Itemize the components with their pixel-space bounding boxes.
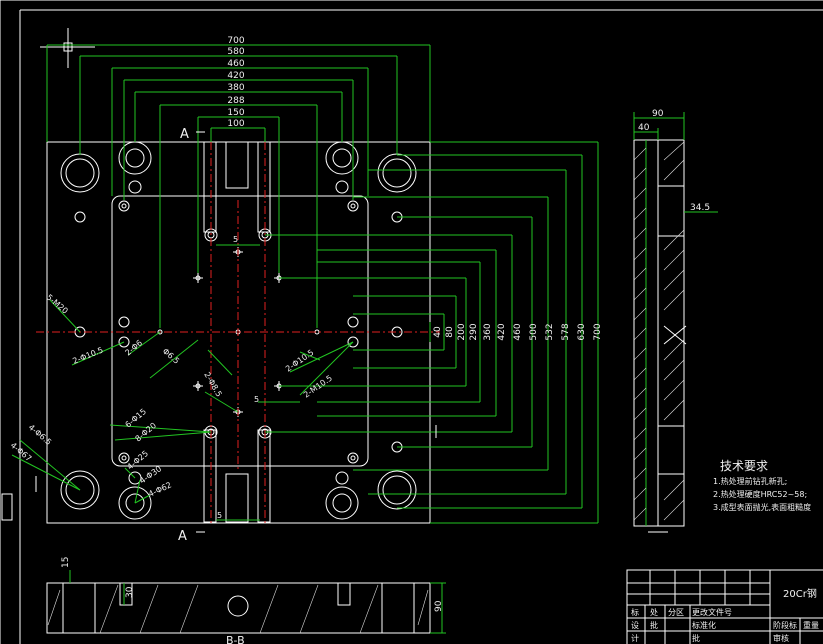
- tb-right-1: 重量: [803, 620, 819, 630]
- tech-req-item-2: 2.热处理硬度HRC52~58;: [713, 489, 807, 499]
- right-dim-label: 200: [457, 323, 467, 340]
- tb-row1-2: 分区: [668, 608, 684, 617]
- small-dim-1: 5: [233, 235, 238, 244]
- side-view-hatch: [633, 141, 685, 521]
- callout-2-phi6: 2-Φ6: [124, 338, 145, 357]
- technical-requirements: 技术要求 1.热处理前钻孔新孔; 2.热处理硬度HRC52~58; 3.成型表面…: [713, 459, 811, 512]
- callout-6-phi15: 6-Φ15: [124, 407, 149, 430]
- callout-2-phi8-5: 2-Φ8.5: [202, 371, 223, 399]
- bottom-view: [46, 582, 431, 634]
- tb-row2-2: 标准化: [692, 620, 716, 630]
- tech-req-item-3: 3.成型表面抛光,表面粗糙度: [713, 502, 811, 512]
- callout-4-phi62: 4-Φ62: [147, 480, 173, 498]
- callout-4-phi25: 4-Φ25: [126, 449, 151, 472]
- crosshair-cursor: [40, 28, 95, 68]
- tb-row2-1: 批: [650, 620, 658, 630]
- top-dim-label: 580: [227, 47, 244, 57]
- tb-row1-1: 处: [650, 607, 658, 617]
- side-view: [633, 139, 687, 533]
- callout-2-phi10-5-left: 2-Φ10.5: [71, 345, 104, 365]
- side-inner-dim: 40: [638, 123, 650, 133]
- section-a-bottom: A: [178, 529, 187, 544]
- tech-req-title: 技术要求: [720, 459, 768, 473]
- callout-phi6-5: Φ6.5: [161, 347, 181, 366]
- right-dim-label: 532: [545, 323, 555, 340]
- top-dim-label: 460: [227, 59, 244, 69]
- bottom-view-hatch: [47, 584, 429, 634]
- side-width-dim: 90: [652, 109, 664, 119]
- callout-4-phi6-5: 4-Φ6.5: [27, 423, 53, 447]
- tb-row3-0: 计: [631, 633, 639, 643]
- tb-right-0: 阶段标: [773, 620, 797, 630]
- tb-row1-3: 更改文件号: [692, 607, 732, 617]
- top-dim-label: 288: [227, 96, 244, 106]
- bottom-view-dims: [69, 570, 446, 634]
- bottom-dim-30: 30: [125, 586, 135, 598]
- small-dim-3: 5: [217, 511, 222, 520]
- top-dimension-lines: [46, 44, 431, 328]
- callout-2-phi10-5-right: 2-Φ10.5: [284, 348, 315, 374]
- right-dim-label: 630: [577, 323, 587, 340]
- top-dim-label: 700: [227, 36, 244, 46]
- leader-lines: [11, 244, 354, 521]
- hole-callouts: 5-M20 2-Φ10.5 2-Φ6 Φ6.5 2-Φ8.5 2-Φ10.5 2…: [9, 293, 334, 499]
- title-block: [626, 569, 823, 644]
- right-dim-label: 500: [529, 323, 539, 340]
- right-dimension-lines: [265, 141, 599, 524]
- material-label: 20Cr钢: [783, 587, 817, 600]
- tb-row1-0: 标: [631, 607, 639, 617]
- top-dim-label: 150: [227, 108, 244, 118]
- callout-4-phi30: 4-Φ30: [138, 464, 163, 485]
- side-view-dims: [633, 112, 718, 213]
- callout-5-m20: 5-M20: [45, 293, 70, 316]
- right-dim-label: 460: [513, 323, 523, 340]
- right-dim-label: 290: [469, 323, 479, 340]
- bottom-dim-15: 15: [61, 557, 71, 568]
- top-dim-label: 380: [227, 83, 244, 93]
- section-bb: B-B: [226, 634, 245, 644]
- section-a-top: A: [180, 127, 189, 142]
- right-dim-label: 578: [561, 323, 571, 340]
- tb-row2-0: 设: [631, 620, 639, 630]
- right-dim-label: 360: [483, 323, 493, 340]
- small-dim-2: 5: [254, 395, 259, 404]
- tb-row3-1: 批: [692, 633, 700, 643]
- title-block-text: 20Cr钢 标 处 分区 更改文件号 设 批 标准化 计 批 阶段标 重量 审核: [631, 587, 819, 643]
- tb-extra: 审核: [773, 633, 789, 643]
- tech-req-item-1: 1.热处理前钻孔新孔;: [713, 476, 787, 486]
- right-dim-label: 40: [433, 326, 443, 338]
- section-line-aa: [35, 131, 437, 533]
- right-dim-label: 80: [445, 326, 455, 338]
- top-dim-label: 420: [227, 71, 244, 81]
- right-dim-label: 700: [593, 323, 603, 340]
- side-offset-dim: 34.5: [690, 203, 710, 213]
- callout-8-phi20: 8-Φ20: [134, 421, 159, 444]
- bottom-dim-90: 90: [434, 600, 444, 612]
- right-dim-label: 420: [497, 323, 507, 340]
- top-dim-label: 100: [227, 119, 244, 129]
